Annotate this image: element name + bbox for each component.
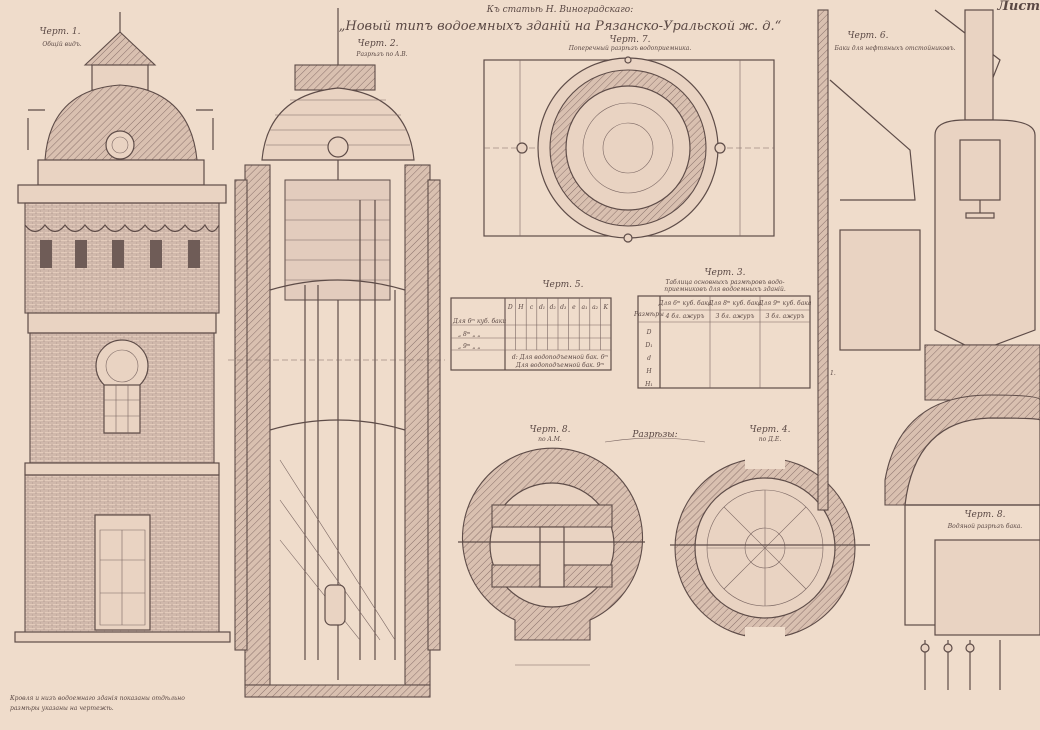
bottom-note-1: Кровля и низъ водоемнаго зданія показаны… bbox=[9, 695, 185, 702]
fig6-number: Черт. 6. bbox=[848, 31, 889, 41]
table5-header: c bbox=[530, 304, 534, 311]
table5-footer-1: d: Для водоподъемной бак. 6ᵐ bbox=[512, 354, 608, 361]
table5-header: a₂ bbox=[592, 304, 599, 311]
fig7-number: Черт. 7. bbox=[610, 35, 651, 45]
fig1-number: Черт. 1. bbox=[40, 27, 81, 37]
fig4-section-de: Черт. 4. по Д.Е. bbox=[670, 425, 870, 641]
fig1-caption: Общій видъ. bbox=[42, 41, 81, 48]
fig8b-caption: Водяной разрѣзъ бака. bbox=[947, 523, 1023, 530]
table5-header: a₁ bbox=[582, 304, 588, 311]
table5-row-3: „ 9ᵐ „ „ bbox=[458, 343, 481, 350]
table3-subheader-2: 3 бл. ажуръ bbox=[716, 313, 755, 320]
table3-header-3: Для 9ᵐ куб. бака bbox=[758, 300, 812, 307]
header-line-1: Къ статьѣ Н. Виноградскаго: bbox=[486, 5, 634, 15]
table3-header-1: Для 6ᵐ куб. бака bbox=[658, 300, 712, 307]
table5-footer-2: Для водоподъемной бак. 9ᵐ bbox=[515, 362, 605, 369]
fig3-caption-1: Таблица основныхъ размѣровъ водо- bbox=[665, 279, 784, 286]
table3-row-2: D₁ bbox=[644, 342, 652, 349]
fig1-tower-elevation: Черт. 1. Общій видъ. Кровля и низъ водое… bbox=[9, 12, 231, 712]
fig8b-tank-section: Черт. 8. Водяной разрѣзъ бака. bbox=[904, 504, 1040, 690]
table3-subheader-1: 4 бл. ажуръ bbox=[665, 313, 705, 320]
fig2-caption: Разрѣзъ по A.B. bbox=[355, 51, 407, 58]
fig8-section-am: Черт. 8. по A.M. Разрѣзы: bbox=[458, 425, 706, 666]
fig3-size-table: Черт. 3. Таблица основныхъ размѣровъ вод… bbox=[633, 268, 812, 389]
table3-subheader-3: 3 бл. ажуръ bbox=[766, 313, 805, 320]
header-title: „Новый типъ водоемныхъ зданій на Рязанск… bbox=[339, 19, 782, 34]
fig2-number: Черт. 2. bbox=[358, 39, 399, 49]
table3-row-3: d bbox=[647, 355, 651, 362]
table3-row-4: H bbox=[645, 368, 652, 375]
fig4-caption: по Д.Е. bbox=[759, 436, 782, 443]
table3-header-2: Для 8ᵐ куб. бака bbox=[708, 300, 762, 307]
sections-label: Разрѣзы: bbox=[631, 430, 677, 440]
table5-header: H bbox=[517, 304, 524, 311]
table5-header: D bbox=[507, 304, 513, 311]
fig2-vertical-section: Черт. 2. Разрѣзъ по A.B. bbox=[228, 8, 445, 698]
table5-row-1: Для 6ᵐ куб. баки bbox=[452, 318, 506, 325]
table5-header: e bbox=[572, 304, 576, 311]
table3-row-1: D bbox=[646, 329, 652, 336]
table3-corner: Размѣры bbox=[633, 311, 664, 318]
table5-header: K bbox=[602, 304, 608, 311]
fig5-number: Черт. 5. bbox=[543, 280, 584, 290]
fig6-oil-tank: Черт. 6. Баки для нефтяныхъ отстойниковъ… bbox=[817, 9, 1040, 511]
fig6-caption: Баки для нефтяныхъ отстойниковъ. bbox=[833, 45, 955, 52]
bottom-note-2: размѣры указаны на чертежѣ. bbox=[10, 705, 114, 712]
fig7-caption: Поперечный разрѣзъ водоприемника. bbox=[568, 45, 692, 52]
table5-row-2: „ 8ᵐ „ „ bbox=[458, 331, 481, 338]
fig3-number: Черт. 3. bbox=[705, 268, 746, 278]
table3-row-5: H₁ bbox=[644, 381, 653, 388]
fig7-plan-intake: Черт. 7. Поперечный разрѣзъ водоприемник… bbox=[483, 35, 775, 243]
fig6-note: 1. bbox=[830, 370, 836, 377]
fig4-number: Черт. 4. bbox=[750, 425, 791, 435]
sheet-label: Лист bbox=[996, 0, 1040, 14]
fig8b-number: Черт. 8. bbox=[965, 510, 1006, 520]
table5-header: d₁ bbox=[539, 304, 545, 311]
fig8-caption: по A.M. bbox=[538, 436, 562, 443]
fig8-number: Черт. 8. bbox=[530, 425, 571, 435]
table5-header: d₃ bbox=[560, 304, 567, 311]
fig3-caption-2: приемниковъ для водоемныхъ зданій. bbox=[664, 286, 786, 293]
table5-header: d₂ bbox=[550, 304, 557, 311]
